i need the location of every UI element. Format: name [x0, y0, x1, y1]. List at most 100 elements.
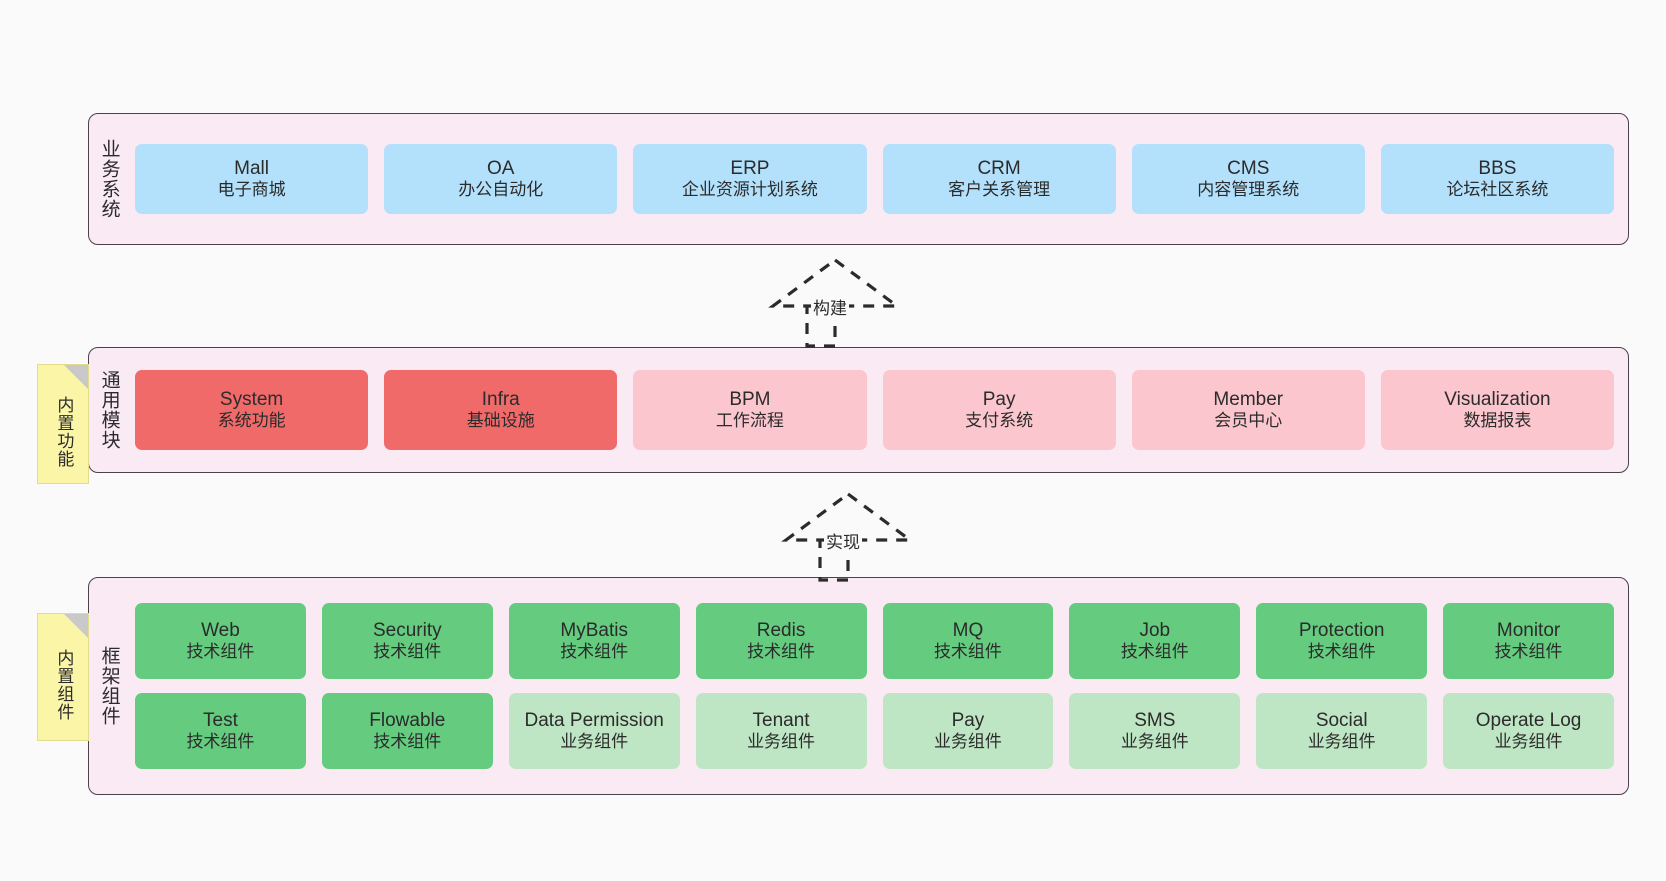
node-subtitle: 会员中心	[1214, 411, 1283, 431]
node-title: Data Permission	[524, 710, 664, 732]
note-builtin-components: 内置组件	[37, 613, 89, 741]
node-subtitle: 电子商城	[217, 180, 286, 200]
node-subtitle: 数据报表	[1463, 411, 1532, 431]
node-subtitle: 基础设施	[466, 411, 535, 431]
node-subtitle: 业务组件	[1307, 732, 1376, 752]
node-subtitle: 业务组件	[933, 732, 1002, 752]
common-node-row: System 系统功能 Infra 基础设施 BPM 工作流程 Pay 支付系统…	[135, 370, 1615, 450]
node-title: Job	[1139, 620, 1171, 642]
node-subtitle: 业务组件	[560, 732, 629, 752]
note-label: 内置组件	[54, 649, 74, 721]
node-monitor[interactable]: Monitor 技术组件	[1443, 603, 1614, 679]
node-title: Mall	[234, 158, 269, 180]
framework-node-row-tech: Web 技术组件 Security 技术组件 MyBatis 技术组件 Redi…	[135, 603, 1614, 679]
node-subtitle: 技术组件	[186, 642, 255, 662]
node-title: Social	[1315, 710, 1368, 732]
node-oa[interactable]: OA 办公自动化	[384, 144, 618, 214]
layer-framework-components: 框架组件 Web 技术组件 Security 技术组件 MyBatis 技术组件…	[88, 577, 1629, 795]
node-pay[interactable]: Pay 支付系统	[882, 370, 1116, 450]
node-title: Operate Log	[1475, 710, 1582, 732]
node-title: MyBatis	[560, 620, 628, 642]
node-redis[interactable]: Redis 技术组件	[695, 603, 867, 679]
layer-title-common: 通用模块	[98, 370, 120, 450]
node-social[interactable]: Social 业务组件	[1256, 693, 1428, 769]
node-web[interactable]: Web 技术组件	[135, 603, 306, 679]
layer-business-systems: 业务系统 Mall 电子商城 OA 办公自动化 ERP 企业资源计划系统 CRM…	[88, 113, 1629, 245]
layer-body-framework: Web 技术组件 Security 技术组件 MyBatis 技术组件 Redi…	[129, 578, 1628, 794]
node-subtitle: 技术组件	[373, 642, 442, 662]
node-title: MQ	[952, 620, 984, 642]
node-title: System	[219, 389, 284, 411]
layer-body-business: Mall 电子商城 OA 办公自动化 ERP 企业资源计划系统 CRM 客户关系…	[129, 114, 1628, 244]
layer-body-common: System 系统功能 Infra 基础设施 BPM 工作流程 Pay 支付系统…	[129, 348, 1628, 472]
node-subtitle: 技术组件	[373, 732, 442, 752]
framework-node-row-biz: Test 技术组件 Flowable 技术组件 Data Permission …	[135, 693, 1614, 769]
connector-label-build: 构建	[811, 294, 849, 319]
layer-title-framework: 框架组件	[98, 646, 120, 726]
node-operate-log[interactable]: Operate Log 业务组件	[1443, 693, 1614, 769]
node-erp[interactable]: ERP 企业资源计划系统	[633, 144, 867, 214]
node-flowable[interactable]: Flowable 技术组件	[321, 693, 493, 769]
node-title: BPM	[729, 389, 771, 411]
node-job[interactable]: Job 技术组件	[1069, 603, 1241, 679]
node-pay-component[interactable]: Pay 业务组件	[882, 693, 1054, 769]
layer-common-modules: 通用模块 System 系统功能 Infra 基础设施 BPM 工作流程 Pay…	[88, 347, 1629, 473]
node-security[interactable]: Security 技术组件	[321, 603, 493, 679]
generalization-arrow-icon	[768, 258, 902, 348]
node-mall[interactable]: Mall 电子商城	[135, 144, 369, 214]
node-title: Visualization	[1444, 389, 1551, 411]
node-title: SMS	[1134, 710, 1176, 732]
node-subtitle: 客户关系管理	[948, 180, 1051, 200]
node-mybatis[interactable]: MyBatis 技术组件	[508, 603, 680, 679]
node-crm[interactable]: CRM 客户关系管理	[882, 144, 1116, 214]
node-subtitle: 支付系统	[965, 411, 1034, 431]
node-subtitle: 技术组件	[1120, 642, 1189, 662]
node-sms[interactable]: SMS 业务组件	[1069, 693, 1241, 769]
node-infra[interactable]: Infra 基础设施	[384, 370, 618, 450]
generalization-arrow-icon	[781, 492, 915, 582]
node-subtitle: 业务组件	[1494, 732, 1563, 752]
node-title: Redis	[756, 620, 806, 642]
node-data-permission[interactable]: Data Permission 业务组件	[508, 693, 680, 769]
node-title: Infra	[481, 389, 520, 411]
node-subtitle: 技术组件	[560, 642, 629, 662]
node-test[interactable]: Test 技术组件	[135, 693, 306, 769]
node-subtitle: 内容管理系统	[1197, 180, 1300, 200]
connector-realize: 实现	[758, 492, 938, 582]
node-title: BBS	[1478, 158, 1517, 180]
node-member[interactable]: Member 会员中心	[1131, 370, 1365, 450]
node-visualization[interactable]: Visualization 数据报表	[1380, 370, 1615, 450]
node-tenant[interactable]: Tenant 业务组件	[695, 693, 867, 769]
node-title: Security	[372, 620, 442, 642]
node-subtitle: 论坛社区系统	[1446, 180, 1549, 200]
node-protection[interactable]: Protection 技术组件	[1256, 603, 1428, 679]
node-bpm[interactable]: BPM 工作流程	[633, 370, 867, 450]
node-subtitle: 技术组件	[747, 642, 816, 662]
layer-title-business: 业务系统	[98, 139, 120, 219]
connector-label-realize: 实现	[824, 528, 862, 553]
node-title: Member	[1213, 389, 1284, 411]
node-title: CMS	[1227, 158, 1270, 180]
node-subtitle: 技术组件	[933, 642, 1002, 662]
node-title: Test	[203, 710, 238, 732]
note-label: 内置功能	[54, 396, 74, 468]
node-subtitle: 业务组件	[747, 732, 816, 752]
node-bbs[interactable]: BBS 论坛社区系统	[1380, 144, 1615, 214]
node-mq[interactable]: MQ 技术组件	[882, 603, 1054, 679]
node-subtitle: 技术组件	[186, 732, 255, 752]
node-subtitle: 办公自动化	[458, 180, 544, 200]
node-title: Pay	[982, 389, 1016, 411]
node-subtitle: 系统功能	[217, 411, 286, 431]
node-subtitle: 业务组件	[1120, 732, 1189, 752]
business-node-row: Mall 电子商城 OA 办公自动化 ERP 企业资源计划系统 CRM 客户关系…	[135, 144, 1615, 214]
node-system[interactable]: System 系统功能	[135, 370, 369, 450]
node-title: Flowable	[369, 710, 446, 732]
node-subtitle: 技术组件	[1307, 642, 1376, 662]
node-title: Tenant	[752, 710, 810, 732]
node-subtitle: 工作流程	[715, 411, 784, 431]
note-builtin-functions: 内置功能	[37, 364, 89, 484]
node-title: OA	[487, 158, 515, 180]
connector-build: 构建	[745, 258, 925, 348]
node-cms[interactable]: CMS 内容管理系统	[1131, 144, 1365, 214]
